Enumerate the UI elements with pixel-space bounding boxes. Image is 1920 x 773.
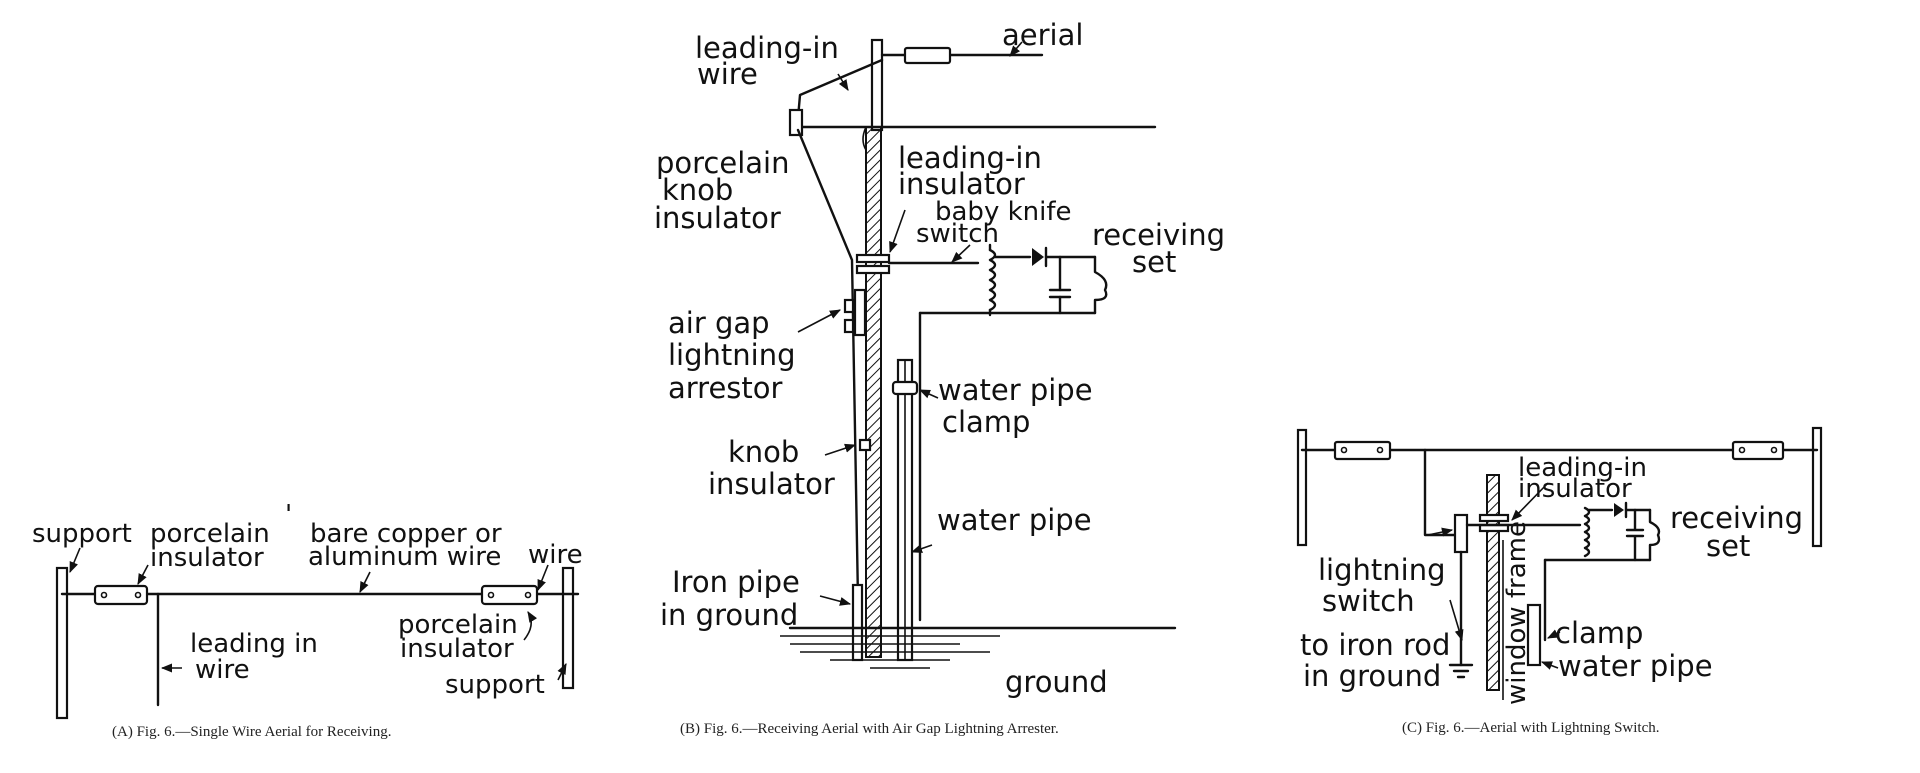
label-aluminum-wire: aluminum wire — [308, 542, 501, 572]
house-wall — [865, 126, 882, 658]
label-porcelain-right: porcelain — [398, 610, 518, 640]
label-porcelain-b: porcelain — [656, 146, 790, 180]
label-leading-in-ins-b: leading-in — [898, 141, 1042, 175]
window-frame — [1486, 474, 1500, 691]
porcelain-insulator-right — [480, 584, 539, 606]
label-wire-b: wire — [697, 57, 758, 91]
caption-b: (B) Fig. 6.—Receiving Aerial with Air Ga… — [680, 721, 1059, 737]
insulator-right-c — [1731, 440, 1785, 461]
label-receiving-b: receiving — [1092, 218, 1225, 252]
crystal-detector — [1032, 248, 1044, 266]
air-gap-arrester — [853, 288, 867, 337]
label-switch-b: switch — [916, 219, 999, 249]
label-insulator-right: insulator — [400, 634, 514, 664]
figure-a: support porcelain insulator ' bare coppe… — [32, 500, 583, 740]
label-clamp-b: clamp — [942, 405, 1030, 439]
label-insulator: insulator — [150, 543, 264, 573]
label-baby-knife: baby knife — [935, 197, 1072, 227]
lightning-switch — [1453, 513, 1469, 554]
label-leading-in-c: leading-in — [1518, 453, 1647, 483]
label-insulator-ins-b: insulator — [898, 167, 1025, 201]
mast — [870, 38, 884, 132]
label-iron-rod: to iron rod — [1300, 628, 1450, 662]
iron-pipe — [851, 583, 864, 662]
figure-a-drawing — [55, 547, 580, 720]
label-bare-copper: bare copper or — [310, 519, 502, 549]
knob-insulator — [858, 438, 872, 452]
downlead-wire — [796, 128, 860, 602]
figure-c-drawing — [1296, 426, 1823, 700]
porcelain-knob — [788, 108, 804, 137]
caption-c: (C) Fig. 6.—Aerial with Lightning Switch… — [1402, 720, 1659, 736]
label-water-pipe-c: water pipe — [1558, 649, 1713, 683]
label-window-frame: window frame — [1502, 521, 1532, 705]
label-leading-in-b: leading-in — [695, 31, 839, 65]
label-tick: ' — [285, 500, 292, 530]
label-ground: ground — [1005, 665, 1108, 699]
label-set-b: set — [1132, 245, 1176, 279]
label-arrestor: arrestor — [668, 371, 783, 405]
label-porcelain: porcelain — [150, 519, 270, 549]
label-lightning-c: lightning — [1318, 553, 1446, 587]
label-in-ground: in ground — [660, 598, 798, 632]
tuning-coil-c — [1583, 506, 1591, 558]
label-set-c: set — [1706, 529, 1750, 563]
label-water-pipe-clamp: water pipe — [938, 373, 1093, 407]
label-support-right: support — [445, 670, 545, 700]
leading-in-c — [1423, 448, 1460, 537]
detector-c — [1614, 503, 1624, 517]
label-wire-right: wire — [528, 540, 583, 570]
label-air-gap: air gap — [668, 306, 770, 340]
left-support-post — [55, 566, 69, 720]
aerial-insulator — [903, 46, 952, 65]
leading-in-insulator — [855, 253, 891, 264]
figure-b: leading-in wire aerial porcelain knob in… — [654, 18, 1225, 737]
phones — [1093, 255, 1108, 315]
ground-hatching — [780, 626, 1177, 669]
label-insulator-c: insulator — [1518, 474, 1632, 504]
leading-in-insulator-c — [1478, 513, 1510, 523]
label-support-left: support — [32, 519, 132, 549]
capacitor-c — [1625, 508, 1645, 562]
phones-c — [1648, 508, 1661, 562]
label-iron-pipe: Iron pipe — [672, 565, 800, 599]
insulator-left-c — [1333, 440, 1392, 461]
figure-a-labels: support porcelain insulator ' bare coppe… — [32, 500, 583, 700]
figure-c-labels: leading-in insulator receiving set light… — [1300, 453, 1803, 705]
porcelain-insulator-left — [93, 584, 149, 606]
label-receiving-c: receiving — [1670, 501, 1803, 535]
label-knob-b: knob — [662, 173, 733, 207]
label-leading-in: leading in — [190, 629, 318, 659]
figure-c: leading-in insulator receiving set light… — [1296, 426, 1823, 736]
label-in-ground-c: in ground — [1303, 659, 1441, 693]
label-leading-in-wire: wire — [195, 655, 250, 685]
caption-a: (A) Fig. 6.—Single Wire Aerial for Recei… — [112, 724, 391, 740]
label-aerial: aerial — [1002, 18, 1083, 52]
tuning-coil — [988, 248, 997, 312]
label-knob-ins: knob — [728, 435, 799, 469]
label-water-pipe-b: water pipe — [937, 503, 1092, 537]
label-lightning-b: lightning — [668, 338, 796, 372]
figure-b-labels: leading-in wire aerial porcelain knob in… — [654, 18, 1225, 699]
right-support-post — [561, 566, 575, 690]
label-switch-c: switch — [1322, 584, 1415, 618]
water-pipe-clamp — [891, 380, 919, 396]
label-clamp-c: clamp — [1555, 616, 1643, 650]
figure-b-drawing — [780, 38, 1177, 669]
leading-in-wire-b — [796, 58, 884, 120]
left-post-c — [1296, 428, 1308, 547]
right-post-c — [1811, 426, 1823, 548]
water-pipe-c — [1526, 603, 1542, 667]
label-insulator-b: insulator — [654, 201, 781, 235]
label-insulator-knob: insulator — [708, 467, 835, 501]
